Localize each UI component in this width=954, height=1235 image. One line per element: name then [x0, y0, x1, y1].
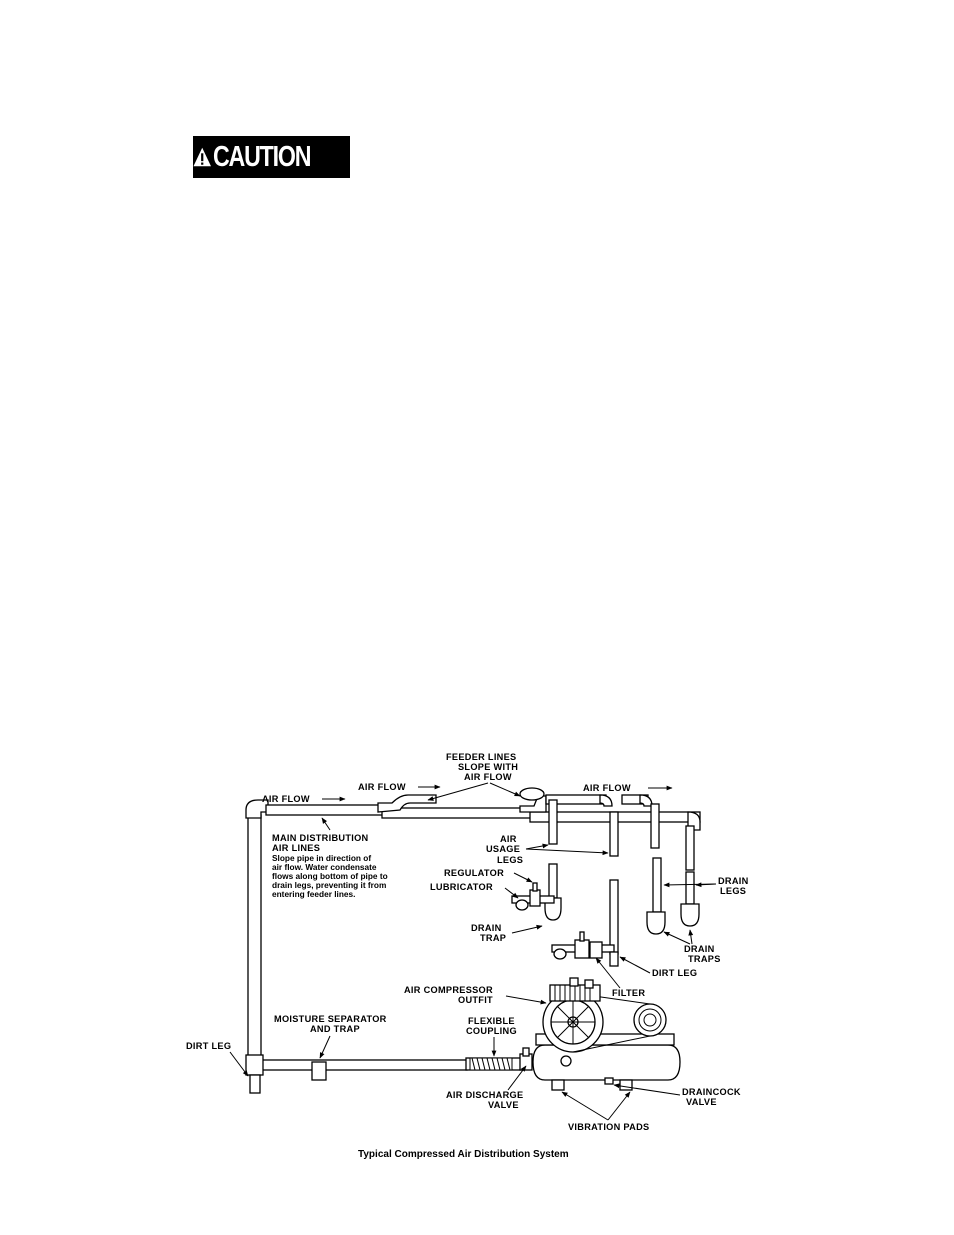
label-draincock-2: VALVE [686, 1097, 717, 1107]
note-main-distribution-2: air flow. Water condensate [272, 862, 377, 872]
caution-badge: CAUTION [193, 136, 350, 178]
arrow-main-distribution [321, 817, 331, 831]
label-drain-traps-1: DRAIN [684, 944, 715, 954]
regulator-lubricator-assembly [511, 882, 555, 911]
caution-label: CAUTION [213, 140, 311, 173]
label-drain-legs-2: LEGS [720, 886, 746, 896]
arrow-draincock [613, 1083, 681, 1096]
filter-assembly [551, 931, 619, 967]
label-air-usage-3: LEGS [497, 855, 523, 865]
flexible-coupling [469, 1057, 513, 1071]
label-feeder-lines-1: FEEDER LINES [446, 752, 516, 762]
drain-traps [544, 897, 700, 935]
note-main-distribution-3: flows along bottom of pipe to [272, 871, 388, 881]
label-draincock-1: DRAINCOCK [682, 1087, 741, 1097]
label-air-flow-right: AIR FLOW [583, 783, 631, 793]
label-main-distribution-1: MAIN DISTRIBUTION [272, 833, 369, 843]
arrow-vibration-pads-left [561, 1091, 609, 1121]
arrow-drain-trap [511, 924, 543, 934]
label-feeder-lines-2: SLOPE WITH [458, 762, 518, 772]
label-feeder-lines-3: AIR FLOW [464, 772, 512, 782]
label-air-compressor-1: AIR COMPRESSOR [404, 985, 493, 995]
arrow-vibration-pads-right [607, 1091, 631, 1121]
label-drain-trap-1: DRAIN [471, 923, 502, 933]
arrow-filter [595, 957, 621, 989]
label-drain-legs-1: DRAIN [718, 876, 749, 886]
note-main-distribution-4: drain legs, preventing it from [272, 880, 386, 890]
arrow-air-compressor [505, 995, 547, 1005]
label-drain-traps-2: TRAPS [688, 954, 721, 964]
arrow-lubricator [504, 887, 519, 899]
figure-caption: Typical Compressed Air Distribution Syst… [358, 1149, 569, 1160]
label-drain-trap-2: TRAP [480, 933, 506, 943]
label-regulator: REGULATOR [444, 868, 504, 878]
label-air-discharge-2: VALVE [488, 1100, 519, 1110]
arrow-drain-traps-right [688, 929, 694, 945]
air-compressor [532, 977, 681, 1091]
label-dirt-leg-left: DIRT LEG [186, 1041, 231, 1051]
label-vibration-pads: VIBRATION PADS [568, 1122, 649, 1132]
warning-triangle-icon [193, 147, 211, 167]
arrow-dirt-leg-left [229, 1051, 249, 1077]
label-air-usage-2: USAGE [486, 844, 520, 854]
arrow-feeder-right [489, 782, 521, 797]
label-main-distribution-2: AIR LINES [272, 843, 320, 853]
label-dirt-leg-right: DIRT LEG [652, 968, 697, 978]
label-lubricator: LUBRICATOR [430, 882, 493, 892]
label-moisture-separator-1: MOISTURE SEPARATOR [274, 1014, 387, 1024]
arrow-air-discharge [507, 1065, 527, 1091]
arrow-drain-traps-left [663, 931, 691, 945]
label-air-flow-mid: AIR FLOW [358, 782, 406, 792]
arrow-regulator [513, 872, 533, 883]
label-air-discharge-1: AIR DISCHARGE [446, 1090, 523, 1100]
arrow-feeder-left [427, 782, 489, 801]
arrow-air-usage-left [525, 843, 549, 850]
arrow-air-usage-right [525, 848, 609, 856]
arrow-drain-legs-right [695, 882, 717, 888]
label-moisture-separator-2: AND TRAP [310, 1024, 360, 1034]
note-main-distribution-1: Slope pipe in direction of [272, 853, 371, 863]
main-distribution-pipes [245, 787, 701, 1094]
note-main-distribution-5: entering feeder lines. [272, 889, 355, 899]
label-air-flow-left: AIR FLOW [262, 794, 310, 804]
label-filter: FILTER [612, 988, 645, 998]
label-air-compressor-2: OUTFIT [458, 995, 493, 1005]
arrow-moisture-separator [319, 1035, 331, 1059]
label-air-usage-1: AIR [500, 834, 517, 844]
label-flexible-coupling-2: COUPLING [466, 1026, 517, 1036]
arrow-dirt-leg-right [619, 956, 651, 974]
label-flexible-coupling-1: FLEXIBLE [468, 1016, 515, 1026]
